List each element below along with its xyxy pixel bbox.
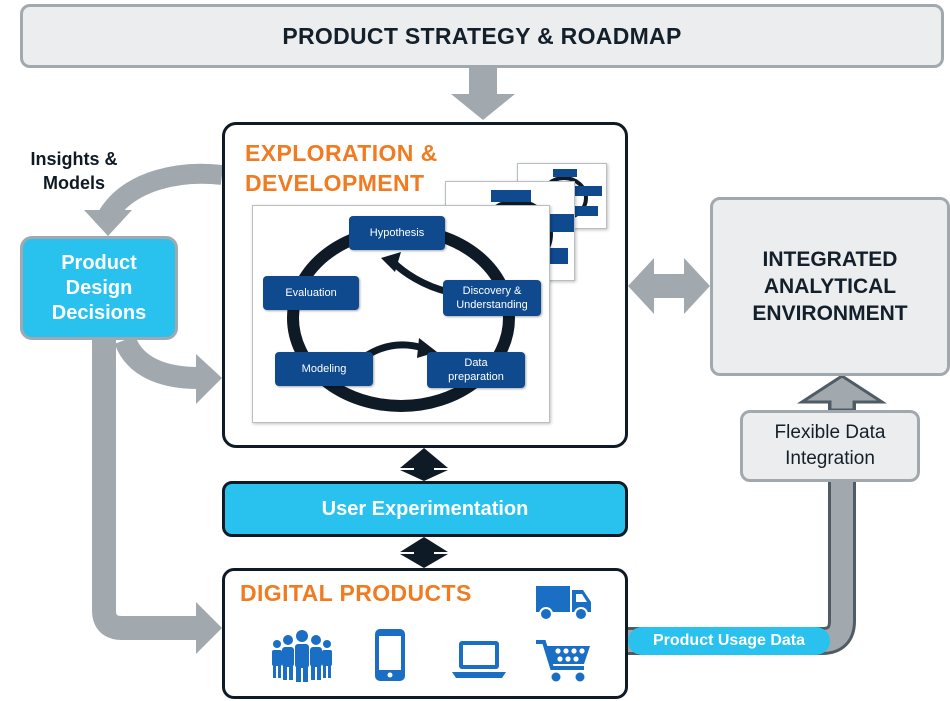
design-exploration-arrow-head [196, 354, 222, 404]
usage-arrow-head [796, 374, 888, 412]
discovery-label-line2: Understanding [456, 299, 528, 311]
cycle-node-modeling: Modeling [275, 352, 373, 386]
ux-label: User Experimentation [321, 497, 529, 520]
design-to-products-arrow [92, 340, 198, 640]
user-experimentation: User Experimentation [222, 481, 628, 537]
exploration-title: EXPLORATION & DEVELOPMENT [245, 138, 475, 198]
product-strategy-roadmap: PRODUCT STRATEGY & ROADMAP [20, 4, 944, 68]
design-to-exploration-arrow [114, 335, 199, 389]
design-products-arrow-head [196, 602, 222, 654]
data-prep-label-line1: Data [464, 357, 488, 369]
insights-line1: Insights & [30, 149, 118, 169]
iae-line2: ANALYTICAL [763, 275, 897, 298]
insights-curved-arrow [99, 163, 224, 221]
product-usage-data-label: Product Usage Data [628, 627, 830, 655]
product-design-decisions: Product Design Decisions [20, 236, 178, 340]
hypothesis-label: Hypothesis [369, 227, 425, 239]
data-prep-label-line2: preparation [448, 371, 504, 383]
pdd-line2: Design [65, 276, 133, 299]
iae-line3: ENVIRONMENT [752, 302, 908, 325]
flexible-data-integration: Flexible Data Integration [740, 410, 920, 482]
integrated-analytical-environment: INTEGRATED ANALYTICAL ENVIRONMENT [710, 197, 950, 376]
laptop-icon [452, 641, 506, 678]
cycle-node-discovery: Discovery & Understanding [443, 280, 541, 316]
exploration-title-line1: EXPLORATION & [245, 140, 438, 166]
insights-models-label: Insights & Models [14, 147, 134, 195]
digital-products-title: DIGITAL PRODUCTS [240, 580, 472, 606]
exploration-ux-arrow [400, 448, 448, 481]
fdi-line2: Integration [785, 448, 875, 469]
cycle-node-hypothesis: Hypothesis [349, 216, 445, 250]
modeling-label: Modeling [301, 363, 347, 375]
usage-data-text: Product Usage Data [652, 632, 806, 649]
smartphone-icon [375, 629, 405, 681]
cycle-node-evaluation: Evaluation [263, 276, 359, 310]
cycle-node-data-preparation: Data preparation [427, 352, 525, 388]
users-icon [272, 630, 332, 682]
pdd-line1: Product [61, 251, 137, 274]
cycle-slide: Hypothesis Discovery & Understanding Dat… [252, 205, 550, 423]
evaluation-label: Evaluation [285, 287, 337, 299]
fdi-line1: Flexible Data [774, 422, 886, 443]
exploration-environment-arrow [628, 258, 710, 314]
iae-line1: INTEGRATED [762, 248, 898, 271]
truck-icon [536, 586, 591, 621]
insights-line2: Models [42, 173, 105, 193]
discovery-label-line1: Discovery & [462, 285, 522, 297]
insights-arrow-head [84, 210, 132, 236]
strategy-label: PRODUCT STRATEGY & ROADMAP [282, 22, 682, 49]
strategy-down-arrow [451, 68, 515, 120]
shopping-cart-icon [536, 640, 590, 682]
exploration-title-line2: DEVELOPMENT [245, 170, 425, 196]
pdd-line3: Decisions [51, 301, 147, 324]
ux-products-arrow [400, 537, 448, 568]
